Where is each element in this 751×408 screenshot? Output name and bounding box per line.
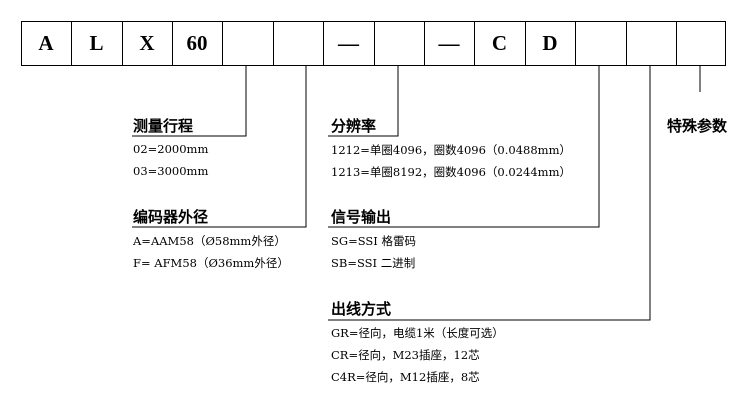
leader-outlet	[328, 66, 651, 321]
signal-output-title: 信号输出	[331, 208, 392, 226]
code-box-divider	[222, 21, 223, 66]
code-cell-4: 60	[186, 30, 208, 55]
leader-stroke	[132, 66, 247, 137]
code-box-divider	[323, 21, 324, 66]
code-box-divider	[71, 21, 72, 66]
code-box-divider	[575, 21, 576, 66]
leader-signal-output	[328, 66, 600, 228]
code-box-divider	[424, 21, 425, 66]
code-box-divider	[273, 21, 274, 66]
resolution-option-1: 1212=单圈4096，圈数4096（0.0488mm）	[331, 143, 571, 157]
special-title: 特殊参数	[667, 117, 728, 135]
stroke-title: 测量行程	[133, 117, 194, 135]
code-box-divider	[676, 21, 677, 66]
code-box-divider	[122, 21, 123, 66]
code-cell-7: —	[338, 30, 359, 55]
outlet-option-1: GR=径向，电缆1米（长度可选）	[331, 326, 504, 340]
code-cell-1: A	[38, 30, 54, 55]
code-box-divider	[374, 21, 375, 66]
code-box-top-border	[21, 21, 726, 22]
outlet-option-2: CR=径向，M23插座，12芯	[331, 348, 480, 362]
code-box-divider	[725, 21, 726, 66]
resolution-option-2: 1213=单圈8192，圈数4096（0.0244mm）	[331, 165, 571, 179]
signal-output-option-1: SG=SSI 格雷码	[331, 234, 416, 248]
code-box-divider	[21, 21, 22, 66]
resolution-title: 分辨率	[331, 117, 377, 135]
code-cell-3: X	[139, 30, 155, 55]
leader-encoder-diameter	[132, 66, 307, 228]
code-cell-2: L	[89, 30, 104, 55]
code-cell-9: —	[438, 30, 460, 55]
outlet-title: 出线方式	[331, 300, 392, 318]
code-cell-10: C	[491, 30, 508, 55]
signal-output-option-2: SB=SSI 二进制	[331, 256, 416, 270]
code-box-divider	[626, 21, 627, 66]
code-box-bottom-border	[21, 65, 726, 66]
encoder-diameter-option-1: A=AAM58（Ø58mm外径）	[133, 234, 286, 248]
leader-resolution	[328, 66, 399, 137]
stroke-option-1: 02=2000mm	[133, 142, 209, 156]
code-box-divider	[474, 21, 475, 66]
code-cell-11: D	[542, 30, 558, 55]
code-box-divider	[525, 21, 526, 66]
encoder-diameter-title: 编码器外径	[133, 208, 209, 226]
encoder-diameter-option-2: F= AFM58（Ø36mm外径）	[133, 256, 289, 270]
code-box-divider	[172, 21, 173, 66]
outlet-option-3: C4R=径向，M12插座，8芯	[331, 370, 480, 384]
stroke-option-2: 03=3000mm	[133, 164, 209, 178]
